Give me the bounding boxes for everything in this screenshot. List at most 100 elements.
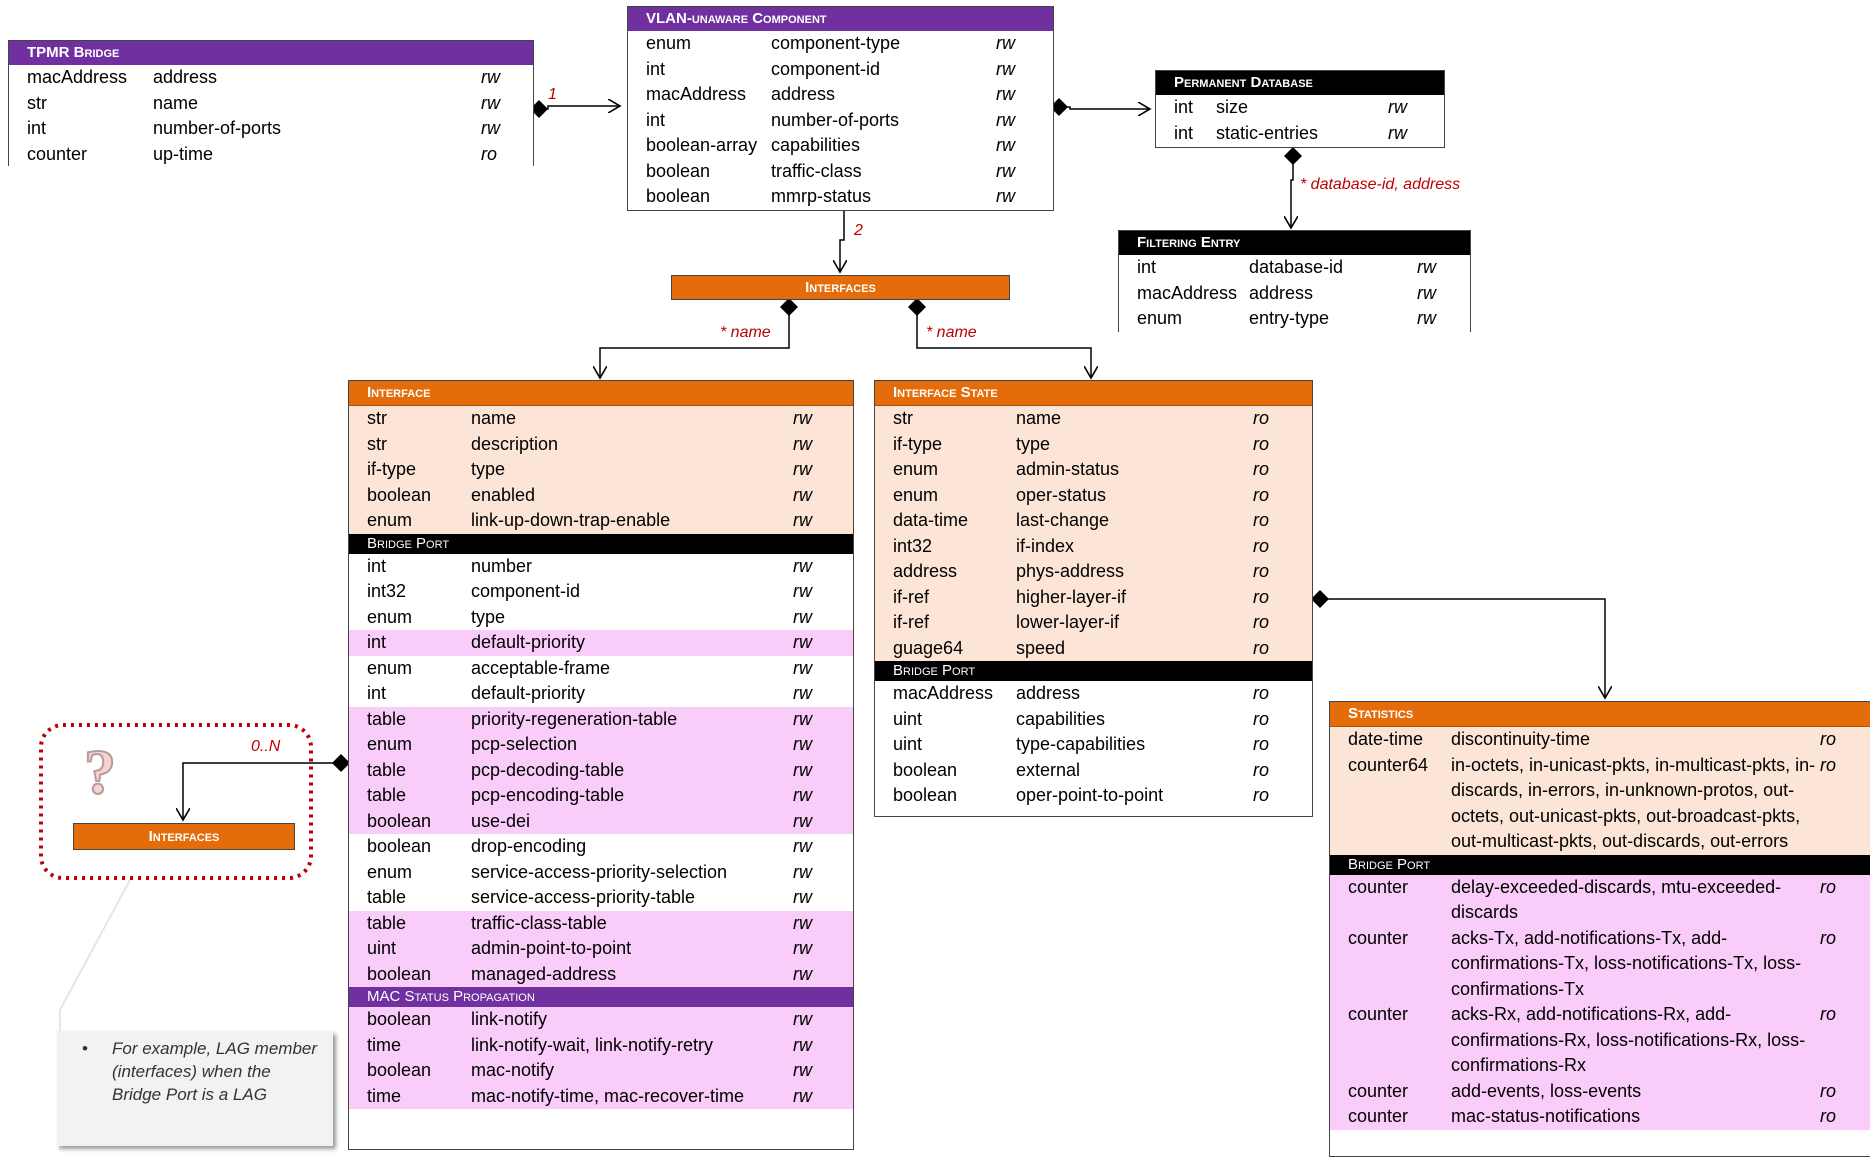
field-name: component-type xyxy=(771,33,901,53)
interfaces-ifstate-connector xyxy=(908,298,1091,378)
field-access: ro xyxy=(1820,1106,1837,1126)
field-access: rw xyxy=(1388,97,1407,117)
field-type: table xyxy=(367,759,407,780)
field-name: mmrp-status xyxy=(771,186,872,206)
field-type: enum xyxy=(367,510,413,530)
field-access: ro xyxy=(1820,754,1837,775)
field-type: enum xyxy=(893,484,939,505)
field-name: type xyxy=(471,459,506,479)
field-name: acks-Tx, add-notifications-Tx, add-confi… xyxy=(1451,927,1802,999)
field-name: static-entries xyxy=(1216,122,1319,143)
field-access: rw xyxy=(793,785,812,805)
field-access: rw xyxy=(793,510,812,530)
field-access: rw xyxy=(793,555,812,576)
field-access: rw xyxy=(793,433,812,454)
field-access: ro xyxy=(1253,612,1270,632)
field-type: time xyxy=(367,1085,402,1106)
field-access: rw xyxy=(793,657,812,678)
tpmr-multiplicity-label: 1 xyxy=(548,86,557,103)
field-name: mac-notify-time, mac-recover-time xyxy=(471,1085,745,1106)
field-access: rw xyxy=(793,912,812,933)
field-name: name xyxy=(153,92,199,113)
field-type: boolean xyxy=(367,836,432,856)
field-access: ro xyxy=(481,143,498,164)
field-name: external xyxy=(1016,759,1081,780)
field-type: table xyxy=(367,912,407,933)
zero-to-n-label: 0..N xyxy=(251,738,281,755)
field-access: rw xyxy=(481,118,500,138)
field-access: rw xyxy=(793,963,812,984)
field-name: database-id xyxy=(1249,257,1344,277)
bridgeport-interfaces-connector xyxy=(183,754,350,820)
field-type: int xyxy=(646,58,666,79)
permdb-filter-connector xyxy=(1284,147,1302,228)
mac-status-propagation-header: MAC Status Propagation xyxy=(349,987,853,1007)
field-type: if-ref xyxy=(893,586,929,607)
field-access: ro xyxy=(1820,1080,1837,1101)
interfaces-interface-connector xyxy=(600,298,798,378)
field-name: number-of-ports xyxy=(771,109,900,130)
field-type: int xyxy=(367,555,387,576)
field-name: enabled xyxy=(471,484,536,505)
field-access: rw xyxy=(793,759,812,780)
field-access: rw xyxy=(1417,282,1436,303)
field-type: int xyxy=(27,118,47,138)
field-type: enum xyxy=(1137,308,1183,328)
field-name: component-id xyxy=(471,581,581,601)
field-name: oper-point-to-point xyxy=(1016,785,1164,805)
field-name: last-change xyxy=(1016,510,1110,530)
field-name: admin-point-to-point xyxy=(471,938,632,958)
interfaces-top-title: Interfaces xyxy=(672,276,1009,299)
tpmr-vlan-connector xyxy=(530,100,620,118)
field-type: int xyxy=(1137,257,1157,277)
field-type: enum xyxy=(367,657,413,678)
field-type: macAddress xyxy=(893,683,994,703)
lag-note: • For example, LAG member (interfaces) w… xyxy=(57,1031,333,1146)
field-name: managed-address xyxy=(471,963,617,984)
field-access: rw xyxy=(793,1034,812,1055)
tpmr-bridge-title: TPMR Bridge xyxy=(9,41,533,65)
field-type: int32 xyxy=(893,535,933,556)
callout-dotted-border xyxy=(39,723,313,880)
field-access: rw xyxy=(793,683,812,703)
interfaces-left-title: Interfaces xyxy=(74,824,294,849)
field-access: ro xyxy=(1820,729,1837,749)
interface-state-name-key-label: * name xyxy=(926,324,977,341)
field-access: rw xyxy=(996,33,1015,53)
field-name: address xyxy=(1016,683,1081,703)
interface-state-title: Interface State xyxy=(875,381,1312,406)
field-name: number-of-ports xyxy=(153,118,282,138)
field-type: boolean xyxy=(893,785,958,805)
field-name: address xyxy=(771,84,836,104)
field-type: int xyxy=(367,683,387,703)
field-type: macAddress xyxy=(1137,282,1238,303)
